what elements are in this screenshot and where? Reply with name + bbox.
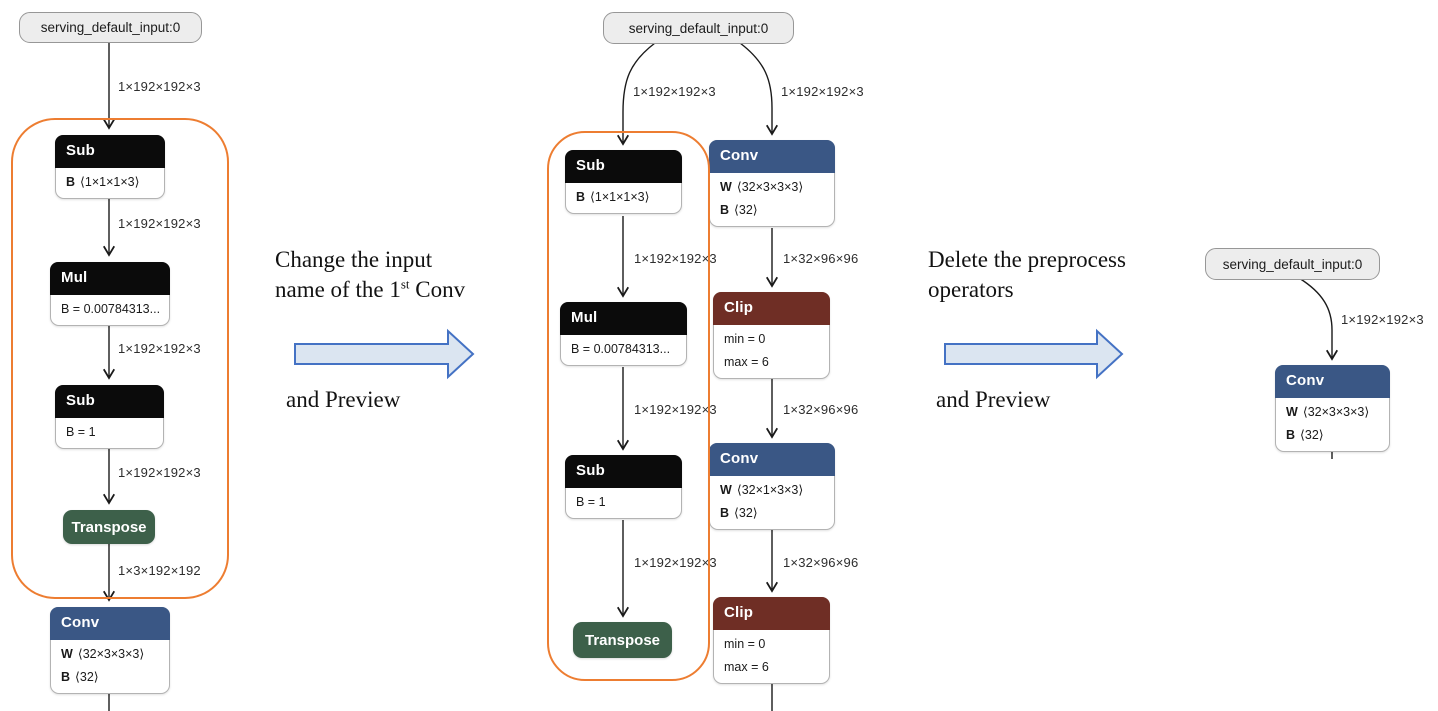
edge-input-conv [1298, 277, 1339, 361]
clip-node[interactable]: Clip min = 0 max = 6 [713, 292, 830, 379]
node-title: Transpose [584, 631, 661, 649]
node-attr: W⟨32×3×3×3⟩ [720, 180, 804, 194]
transpose-node[interactable]: Transpose [63, 510, 155, 544]
node-attr: B = 1 [66, 425, 96, 439]
tensor-shape-label: 1×3×192×192 [118, 563, 201, 578]
tensor-shape-label: 1×32×96×96 [783, 251, 859, 266]
tensor-shape-label: 1×192×192×3 [634, 402, 717, 417]
tensor-shape-label: 1×192×192×3 [781, 84, 864, 99]
input-tensor-label: serving_default_input:0 [628, 20, 769, 36]
node-attr: B⟨1×1×1×3⟩ [66, 175, 140, 189]
tensor-shape-label: 1×192×192×3 [1341, 312, 1424, 327]
step2-text-line1: Delete the preprocess [928, 247, 1126, 272]
clip-node[interactable]: Clip min = 0 max = 6 [713, 597, 830, 684]
node-attr: B⟨32⟩ [720, 203, 758, 217]
mul-node[interactable]: Mul B = 0.00784313... [50, 262, 170, 326]
step2-arrow [944, 328, 1124, 380]
conv-node[interactable]: Conv W⟨32×3×3×3⟩ B⟨32⟩ [1275, 365, 1390, 452]
node-title: Mul [560, 302, 687, 335]
edge-input-conv [739, 42, 779, 136]
node-title: Clip [713, 597, 830, 630]
node-title: Conv [1275, 365, 1390, 398]
node-title: Sub [565, 455, 682, 488]
node-attr: B⟨1×1×1×3⟩ [576, 190, 650, 204]
step1-text-line2: name of the 1st Conv [275, 276, 466, 302]
tensor-shape-label: 1×192×192×3 [118, 79, 201, 94]
conv-node[interactable]: Conv W⟨32×3×3×3⟩ B⟨32⟩ [709, 140, 835, 227]
node-attr: W⟨32×3×3×3⟩ [1286, 405, 1370, 419]
input-tensor-node[interactable]: serving_default_input:0 [603, 12, 794, 44]
node-title: Conv [50, 607, 170, 640]
sub-node[interactable]: Sub B = 1 [55, 385, 164, 449]
node-title: Transpose [71, 518, 147, 536]
ordinal-superscript: st [400, 276, 410, 292]
step1-arrow [294, 328, 475, 380]
step2-text-line2: operators [928, 277, 1014, 302]
node-attr: W⟨32×1×3×3⟩ [720, 483, 804, 497]
node-attr: B⟨32⟩ [720, 506, 758, 520]
sub-node[interactable]: Sub B = 1 [565, 455, 682, 519]
tensor-shape-label: 1×192×192×3 [634, 555, 717, 570]
input-tensor-label: serving_default_input:0 [1222, 256, 1363, 272]
node-title: Conv [709, 443, 835, 476]
step1-text-line3: and Preview [286, 387, 401, 412]
node-attr: B = 0.00784313... [61, 302, 161, 316]
node-attr: max = 6 [724, 660, 769, 674]
tensor-shape-label: 1×32×96×96 [783, 402, 859, 417]
node-attr: B⟨32⟩ [1286, 428, 1324, 442]
node-attr: B = 0.00784313... [571, 342, 671, 356]
tensor-shape-label: 1×192×192×3 [118, 341, 201, 356]
conv-node[interactable]: Conv W⟨32×3×3×3⟩ B⟨32⟩ [50, 607, 170, 694]
tensor-shape-label: 1×192×192×3 [118, 216, 201, 231]
node-attr: min = 0 [724, 332, 766, 346]
node-title: Sub [55, 135, 165, 168]
tensor-shape-label: 1×32×96×96 [783, 555, 859, 570]
sub-node[interactable]: Sub B⟨1×1×1×3⟩ [565, 150, 682, 214]
node-attr: max = 6 [724, 355, 769, 369]
tensor-shape-label: 1×192×192×3 [633, 84, 716, 99]
sub-node[interactable]: Sub B⟨1×1×1×3⟩ [55, 135, 165, 199]
mul-node[interactable]: Mul B = 0.00784313... [560, 302, 687, 366]
conv-node[interactable]: Conv W⟨32×1×3×3⟩ B⟨32⟩ [709, 443, 835, 530]
node-title: Clip [713, 292, 830, 325]
input-tensor-label: serving_default_input:0 [40, 20, 181, 35]
node-attr: W⟨32×3×3×3⟩ [61, 647, 145, 661]
step1-text-line1: Change the input [275, 247, 433, 272]
input-tensor-node[interactable]: serving_default_input:0 [1205, 248, 1380, 280]
tensor-shape-label: 1×192×192×3 [118, 465, 201, 480]
node-title: Sub [55, 385, 164, 418]
node-title: Sub [565, 150, 682, 183]
node-attr: B = 1 [576, 495, 606, 509]
step2-text-line3: and Preview [936, 387, 1051, 412]
node-attr: min = 0 [724, 637, 766, 651]
node-title: Conv [709, 140, 835, 173]
tensor-shape-label: 1×192×192×3 [634, 251, 717, 266]
edge-input-sub [616, 42, 656, 146]
node-attr: B⟨32⟩ [61, 670, 99, 684]
transpose-node[interactable]: Transpose [573, 622, 672, 658]
input-tensor-node[interactable]: serving_default_input:0 [19, 12, 202, 43]
node-title: Mul [50, 262, 170, 295]
